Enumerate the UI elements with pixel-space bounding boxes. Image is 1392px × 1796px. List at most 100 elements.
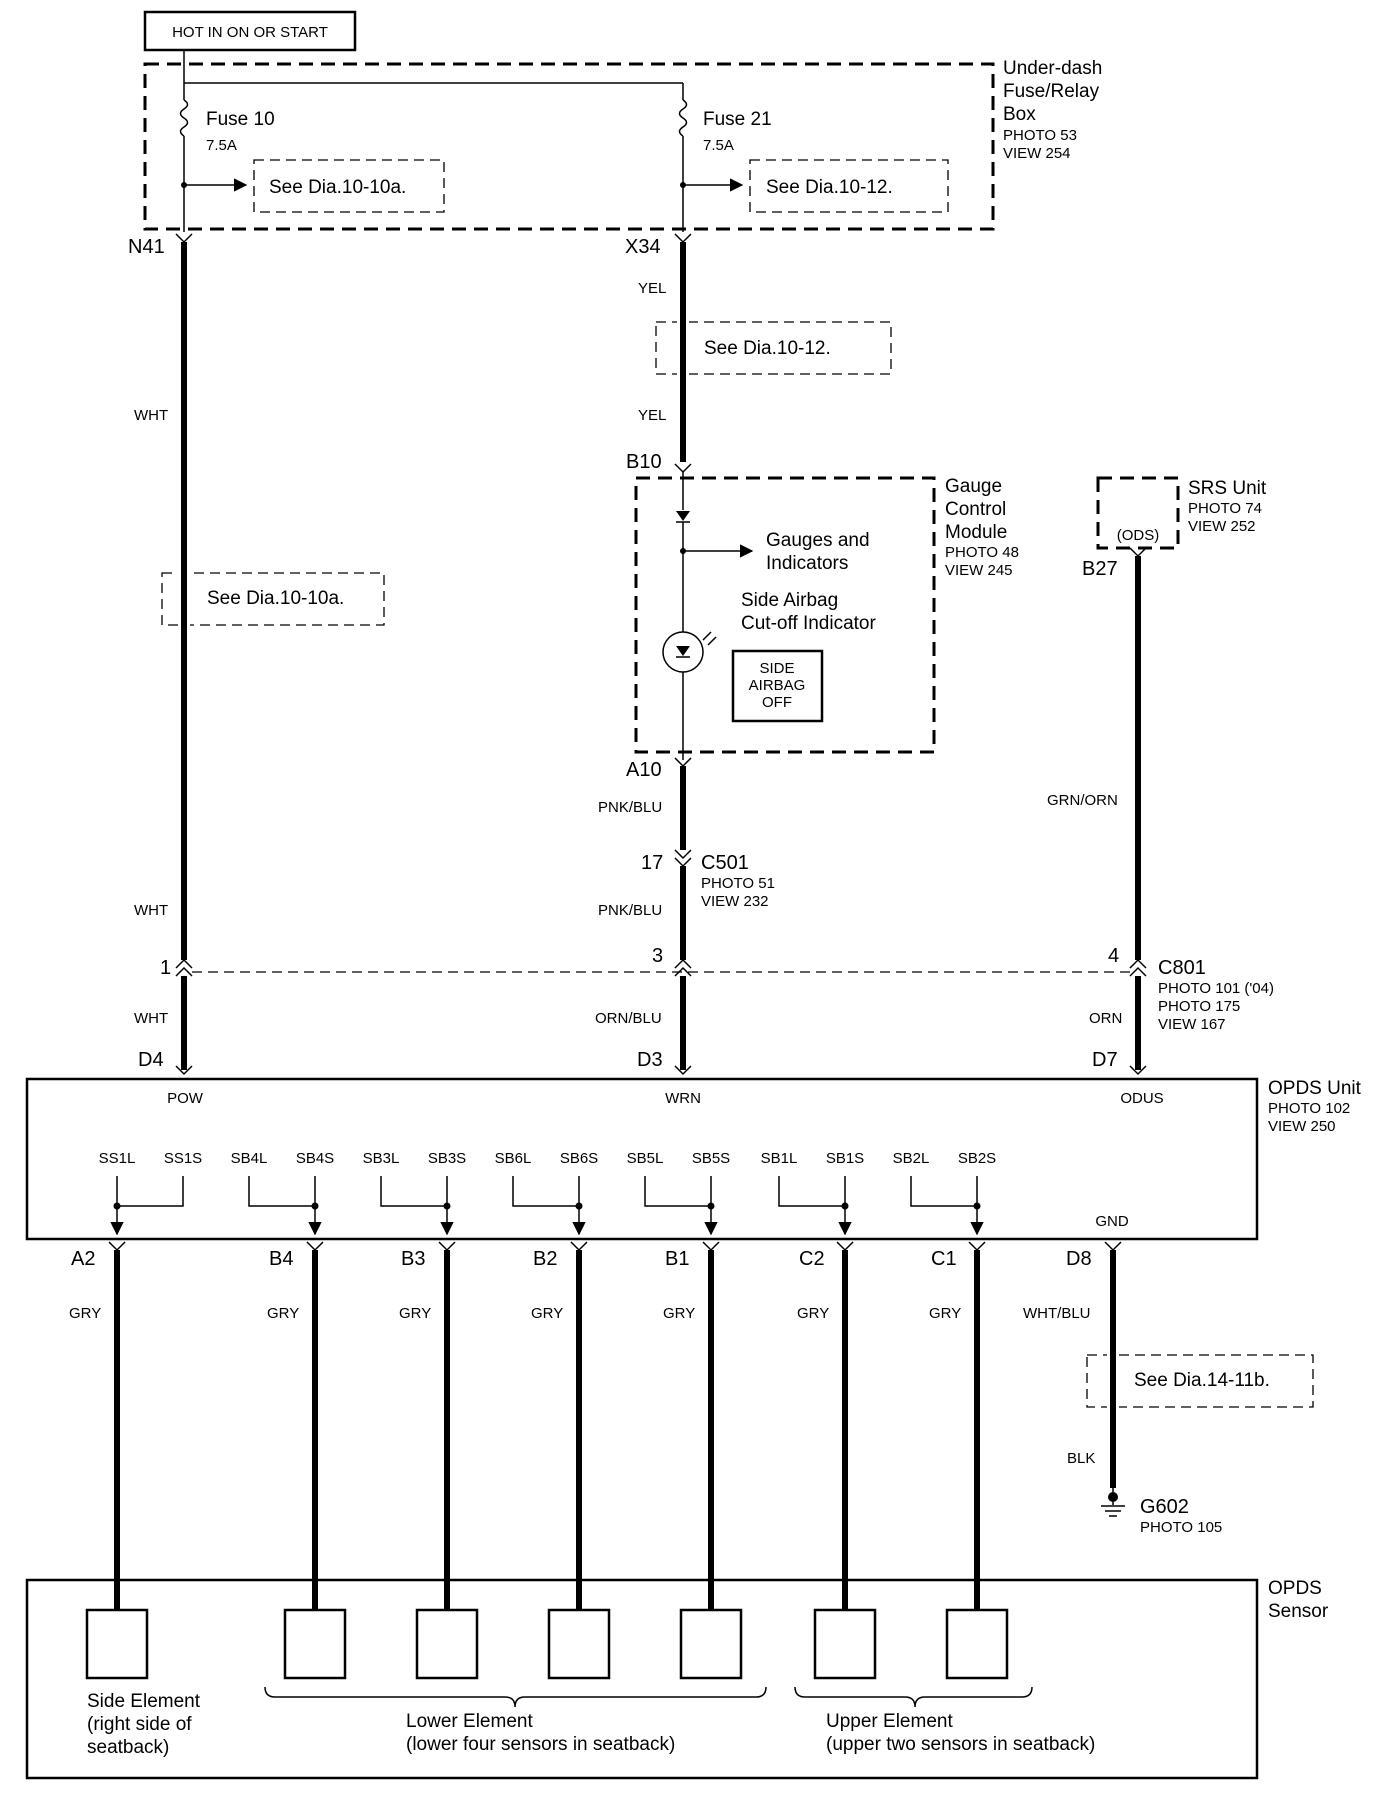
indicator-lamp-icon — [662, 631, 717, 673]
svg-text:VIEW 245: VIEW 245 — [945, 562, 1013, 579]
see-ref-mid: See Dia.10-12. — [655, 312, 892, 384]
pin-label: B2 — [533, 1248, 557, 1270]
opds-unit: POW WRN ODUS GND OPDS Unit PHOTO 102 VIE… — [25, 1077, 1362, 1241]
svg-text:PHOTO 48: PHOTO 48 — [945, 544, 1019, 561]
fuse-relay-box: See Dia.10-10a. Fuse 10 7.5A See Dia.10-… — [143, 50, 1102, 232]
terminal-jumper — [778, 1176, 846, 1207]
svg-text:PNK/BLU: PNK/BLU — [598, 902, 662, 919]
power-source-label: HOT IN ON OR START — [143, 10, 357, 52]
terminal-label: SB5S — [692, 1150, 730, 1167]
svg-text:seatback): seatback) — [87, 1737, 169, 1758]
svg-text:(right side of: (right side of — [87, 1714, 192, 1735]
fuse-icon — [678, 99, 688, 137]
sensor-element — [283, 1608, 347, 1680]
connector-icon — [175, 233, 692, 244]
terminal-label: SB3L — [363, 1150, 400, 1167]
svg-text:C501: C501 — [701, 852, 749, 874]
connector-icon — [306, 1241, 324, 1252]
terminal-label: SB1L — [761, 1150, 798, 1167]
svg-text:Gauge: Gauge — [945, 476, 1002, 497]
svg-text:Indicators: Indicators — [766, 553, 848, 574]
terminal-label: SB5L — [627, 1150, 664, 1167]
svg-text:GND: GND — [1095, 1213, 1129, 1230]
svg-text:D7: D7 — [1092, 1049, 1118, 1071]
svg-text:Sensor: Sensor — [1268, 1601, 1329, 1622]
svg-text:See Dia.10-12.: See Dia.10-12. — [704, 338, 831, 359]
svg-text:BLK: BLK — [1067, 1450, 1095, 1467]
svg-text:Cut-off Indicator: Cut-off Indicator — [741, 613, 877, 634]
svg-text:A10: A10 — [626, 759, 662, 781]
svg-text:X34: X34 — [625, 236, 661, 258]
svg-text:PHOTO 53: PHOTO 53 — [1003, 127, 1077, 144]
pin-label: C1 — [931, 1248, 957, 1270]
see-ref-gnd: See Dia.14-11b. — [1086, 1345, 1314, 1415]
svg-text:Side Airbag: Side Airbag — [741, 590, 838, 611]
pin-label: C2 — [799, 1248, 825, 1270]
ground-icon — [1101, 1488, 1125, 1517]
svg-text:C801: C801 — [1158, 957, 1206, 979]
svg-text:G602: G602 — [1140, 1496, 1189, 1518]
svg-text:Box: Box — [1003, 104, 1036, 125]
svg-text:17: 17 — [641, 852, 663, 874]
svg-text:WHT: WHT — [134, 902, 168, 919]
svg-text:YEL: YEL — [638, 280, 666, 297]
svg-text:ODUS: ODUS — [1120, 1090, 1163, 1107]
connector-icon — [968, 1241, 986, 1252]
side-airbag-off-lamp — [731, 649, 824, 723]
srs-unit: (ODS) SRS Unit PHOTO 74 VIEW 252 — [1096, 476, 1267, 550]
sensor-element — [547, 1608, 611, 1680]
svg-text:See Dia.14-11b.: See Dia.14-11b. — [1134, 1370, 1270, 1391]
terminal-label: SB1S — [826, 1150, 864, 1167]
pin-label: B3 — [401, 1248, 425, 1270]
sensor-element — [415, 1608, 479, 1680]
pin-label: B4 — [269, 1248, 293, 1270]
svg-text:3: 3 — [652, 945, 663, 967]
svg-text:SRS Unit: SRS Unit — [1188, 478, 1267, 499]
svg-text:4: 4 — [1108, 945, 1119, 967]
terminal-label: SB4L — [231, 1150, 268, 1167]
svg-text:See Dia.10-12.: See Dia.10-12. — [766, 177, 893, 198]
connector-icon — [702, 1241, 720, 1252]
svg-text:1: 1 — [160, 957, 171, 979]
terminal-jumper — [380, 1176, 448, 1207]
svg-text:SIDE: SIDE — [759, 660, 794, 677]
svg-text:Fuse 10: Fuse 10 — [206, 109, 275, 130]
svg-text:(upper two sensors in seatback: (upper two sensors in seatback) — [826, 1734, 1095, 1755]
svg-text:OFF: OFF — [762, 694, 792, 711]
svg-text:Side Element: Side Element — [87, 1691, 201, 1712]
wire-color-label: GRY — [531, 1305, 563, 1322]
terminal-jumper — [512, 1176, 580, 1207]
svg-text:N41: N41 — [128, 236, 165, 258]
sensor-element — [679, 1608, 743, 1680]
svg-text:Upper Element: Upper Element — [826, 1711, 953, 1732]
see-ref-left: See Dia.10-10a. — [161, 565, 385, 633]
svg-text:AIRBAG: AIRBAG — [749, 677, 806, 694]
svg-text:ORN: ORN — [1089, 1010, 1122, 1027]
svg-text:PHOTO 51: PHOTO 51 — [701, 875, 775, 892]
pin-label: A2 — [71, 1248, 95, 1270]
svg-text:GRN/ORN: GRN/ORN — [1047, 792, 1118, 809]
terminal-jumper — [910, 1176, 978, 1207]
svg-text:(ODS): (ODS) — [1117, 527, 1160, 544]
svg-text:PHOTO 175: PHOTO 175 — [1158, 998, 1240, 1015]
svg-text:Lower Element: Lower Element — [406, 1711, 533, 1732]
wire-color-label: GRY — [69, 1305, 101, 1322]
svg-text:(lower four sensors in seatbac: (lower four sensors in seatback) — [406, 1734, 675, 1755]
svg-text:VIEW 167: VIEW 167 — [1158, 1016, 1226, 1033]
sensor-element — [85, 1608, 149, 1680]
connector-icon — [570, 1241, 588, 1252]
svg-text:PHOTO 102: PHOTO 102 — [1268, 1100, 1350, 1117]
terminal-jumper — [644, 1176, 712, 1207]
svg-text:7.5A: 7.5A — [703, 137, 734, 154]
terminal-jumper — [248, 1176, 316, 1207]
opds-sensor: OPDS Sensor Side Element (right side of … — [25, 1578, 1329, 1780]
terminal-label: SB2S — [958, 1150, 996, 1167]
svg-text:PNK/BLU: PNK/BLU — [598, 799, 662, 816]
svg-text:See Dia.10-10a.: See Dia.10-10a. — [269, 177, 406, 198]
wire-color-label: GRY — [267, 1305, 299, 1322]
pin-label: B1 — [665, 1248, 689, 1270]
svg-text:OPDS Unit: OPDS Unit — [1268, 1078, 1362, 1099]
